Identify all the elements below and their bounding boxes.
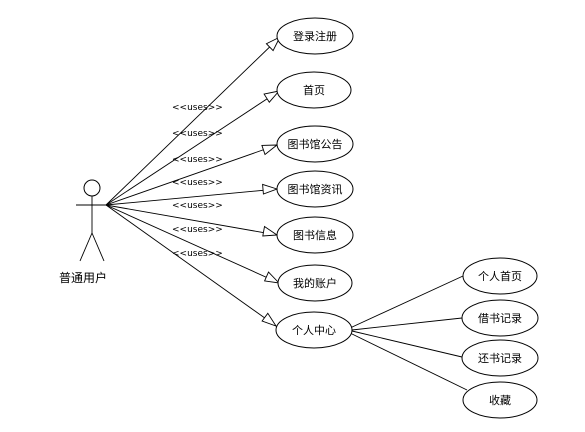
stereotype-label: <<uses>> — [172, 178, 223, 188]
use-case-ellipse — [276, 71, 352, 109]
link-profile — [349, 275, 464, 329]
use-case-label: 图书馆资讯 — [288, 182, 343, 196]
arrowhead-account — [263, 271, 281, 284]
assoc-bookinfo — [105, 204, 278, 236]
use-case-login[interactable]: 登录注册 — [276, 17, 354, 55]
arrowhead-login — [265, 35, 282, 52]
arrowhead-news — [262, 183, 279, 195]
assoc-home — [105, 90, 280, 206]
use-case-ellipse — [461, 299, 539, 337]
use-case-ellipse — [276, 125, 354, 163]
stereotype-label: <<uses>> — [172, 129, 223, 139]
assoc-login — [105, 36, 281, 206]
actor-figure — [76, 179, 108, 262]
use-case-favorite[interactable]: 收藏 — [462, 381, 538, 419]
use-case-return[interactable]: 还书记录 — [461, 339, 539, 377]
actor-right-leg — [91, 232, 105, 262]
link-borrow — [351, 317, 463, 331]
use-case-label: 收藏 — [489, 393, 511, 407]
use-case-account[interactable]: 我的账户 — [277, 264, 353, 302]
link-favorite — [349, 332, 468, 391]
assoc-account — [105, 204, 280, 284]
use-case-ellipse — [275, 311, 353, 349]
use-case-ellipse — [277, 264, 353, 302]
use-case-ellipse — [461, 339, 539, 377]
arrowhead-notice — [261, 144, 279, 156]
use-case-profile[interactable]: 个人首页 — [462, 257, 538, 295]
use-case-news[interactable]: 图书馆资讯 — [276, 170, 354, 208]
use-case-label: 我的账户 — [293, 276, 337, 290]
associations — [105, 36, 281, 327]
stereotype-label: <<uses>> — [172, 225, 223, 235]
stereotype-label: <<uses>> — [172, 249, 223, 259]
use-case-bookinfo[interactable]: 图书信息 — [276, 216, 354, 254]
use-case-ellipse — [462, 257, 538, 295]
arrowhead-center — [261, 312, 278, 327]
use-case-label: 图书馆公告 — [288, 137, 343, 151]
stereotype-label: <<uses>> — [172, 103, 223, 113]
assoc-center — [105, 204, 277, 327]
stereotype-labels: <<uses>> <<uses>> <<uses>> <<uses>> <<us… — [172, 103, 223, 259]
use-case-label: 个人首页 — [478, 269, 522, 283]
use-case-label: 个人中心 — [292, 324, 336, 337]
assoc-notice — [105, 144, 278, 206]
use-case-notice[interactable]: 图书馆公告 — [276, 125, 354, 163]
assoc-news — [105, 188, 278, 206]
use-case-ellipse — [276, 17, 354, 55]
use-case-borrow[interactable]: 借书记录 — [461, 299, 539, 337]
use-case-label: 首页 — [303, 83, 325, 97]
arrowhead-home — [263, 90, 281, 103]
actor-label: 普通用户 — [59, 270, 107, 285]
actor-left-leg — [79, 232, 93, 262]
use-case-center[interactable]: 个人中心 — [275, 311, 353, 349]
arrowhead-bookinfo — [262, 225, 279, 237]
stereotype-label: <<uses>> — [172, 201, 223, 211]
link-return — [351, 330, 463, 358]
stereotype-label: <<uses>> — [172, 155, 223, 165]
use-case-label: 图书信息 — [293, 228, 337, 242]
center-links — [349, 275, 468, 391]
use-case-label: 借书记录 — [478, 312, 522, 325]
arrowheads — [261, 35, 282, 327]
use-case-ellipse — [276, 216, 354, 254]
use-case-home[interactable]: 首页 — [276, 71, 352, 109]
use-case-label: 还书记录 — [478, 352, 522, 365]
use-case-ellipse — [276, 170, 354, 208]
use-case-label: 登录注册 — [293, 29, 337, 43]
use-case-ellipse — [462, 381, 538, 419]
actor-head — [83, 179, 101, 197]
